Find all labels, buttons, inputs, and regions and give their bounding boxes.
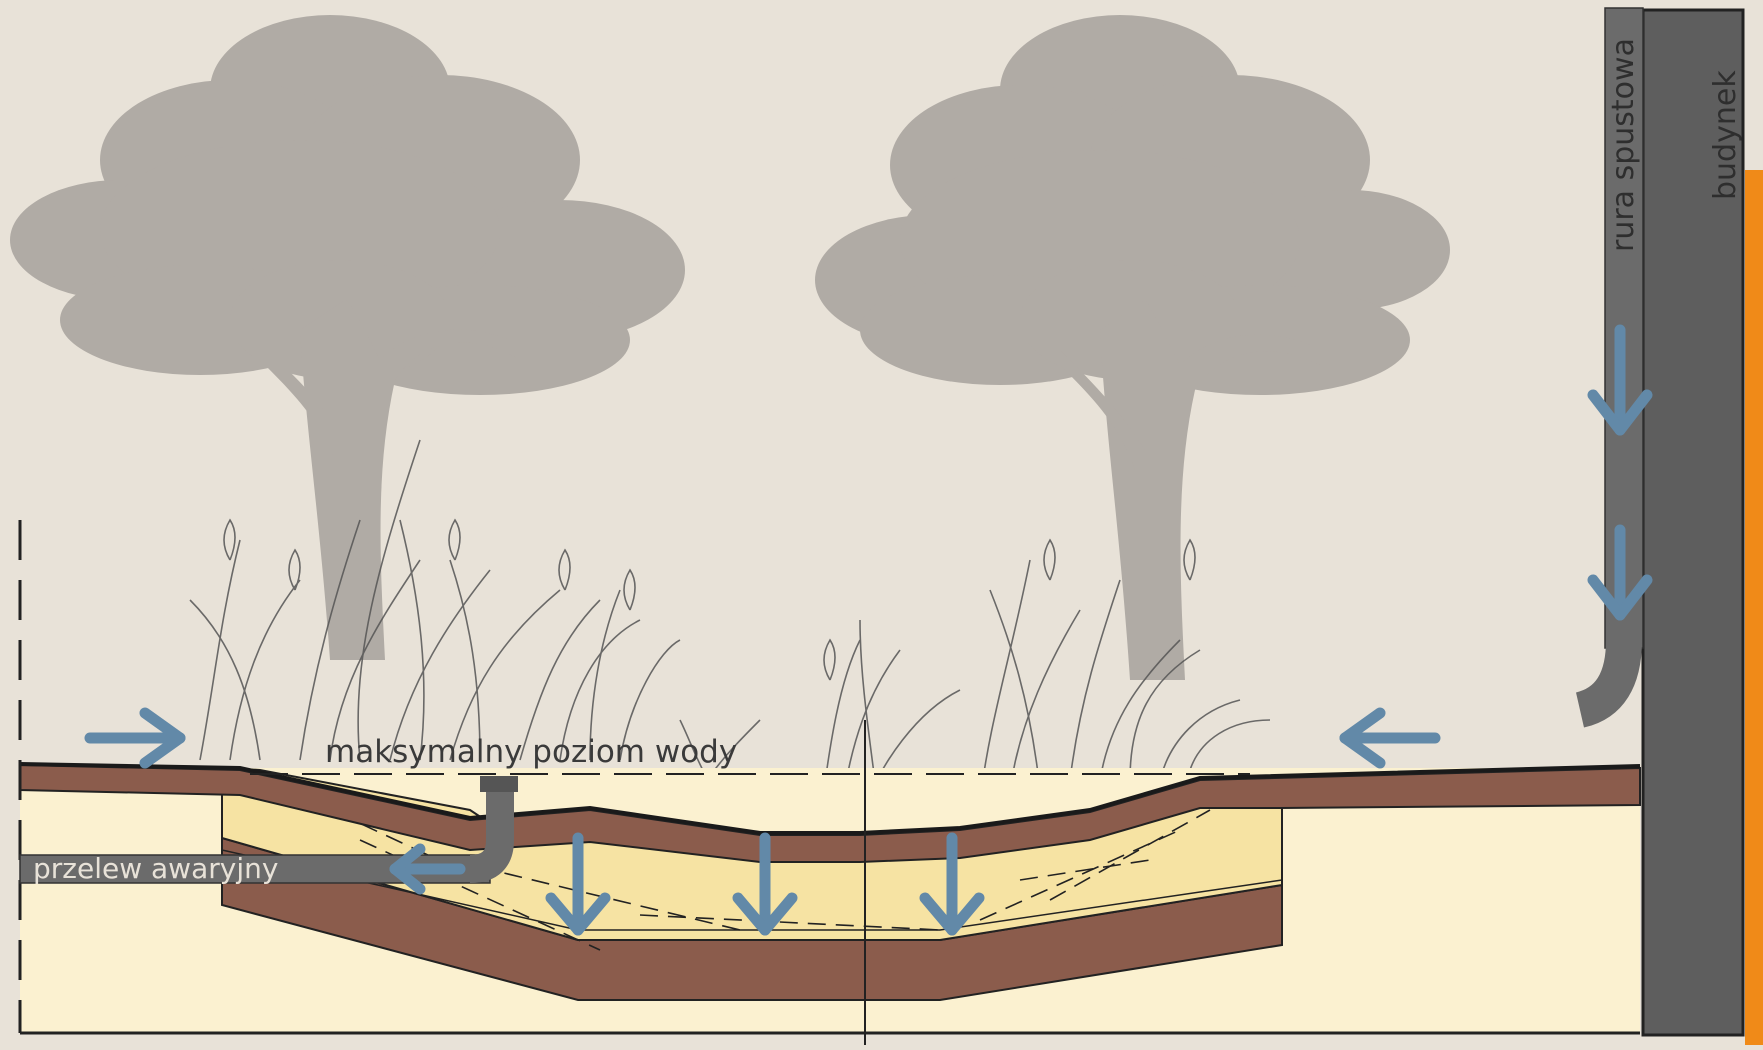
max-water-level-label: maksymalny poziom wody (325, 734, 737, 770)
orange-accent-bar (1745, 170, 1763, 1045)
building-label: budynek (1708, 70, 1743, 200)
overflow-label: przelew awaryjny (33, 852, 278, 885)
downpipe-label: rura spustowa (1606, 38, 1641, 252)
